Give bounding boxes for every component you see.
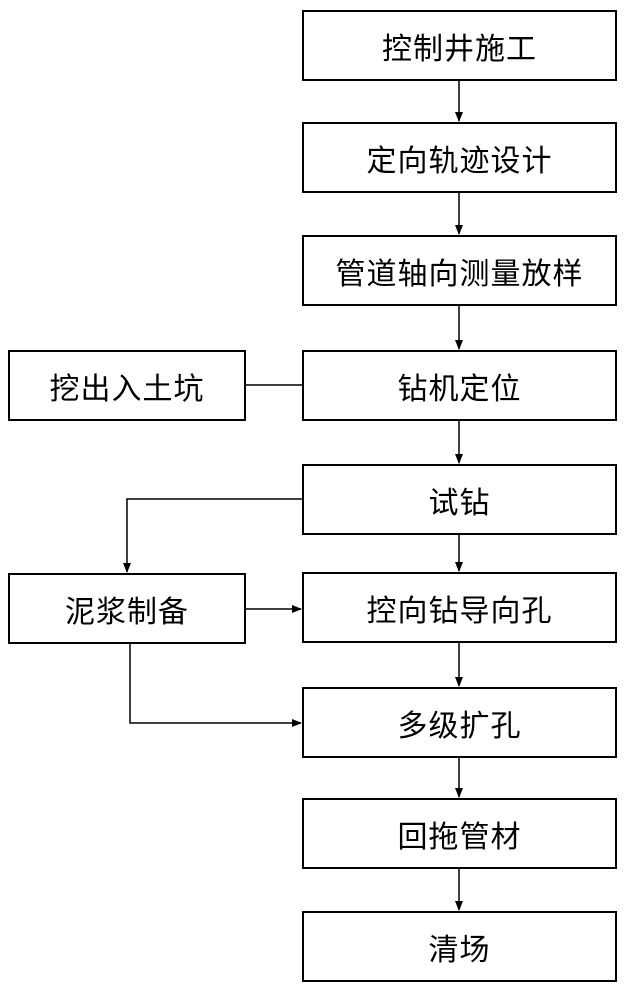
arrow-trial-to-mud [123, 498, 302, 573]
side-step-entry-pit: 挖出入土坑 [8, 350, 246, 421]
step-reaming: 多级扩孔 [302, 687, 617, 758]
step-trial-drilling: 试钻 [302, 464, 617, 535]
step-trajectory-design: 定向轨迹设计 [302, 122, 617, 193]
step-axis-survey: 管道轴向测量放样 [302, 235, 617, 306]
step-rig-positioning: 钻机定位 [302, 350, 617, 421]
arrow-mud-to-ream [129, 644, 302, 727]
step-control-well: 控制井施工 [302, 10, 617, 81]
step-pilot-hole: 控向钻导向孔 [302, 572, 617, 643]
step-site-cleanup: 清场 [302, 911, 617, 982]
step-pullback: 回拖管材 [302, 798, 617, 869]
side-step-mud-preparation: 泥浆制备 [8, 573, 246, 644]
